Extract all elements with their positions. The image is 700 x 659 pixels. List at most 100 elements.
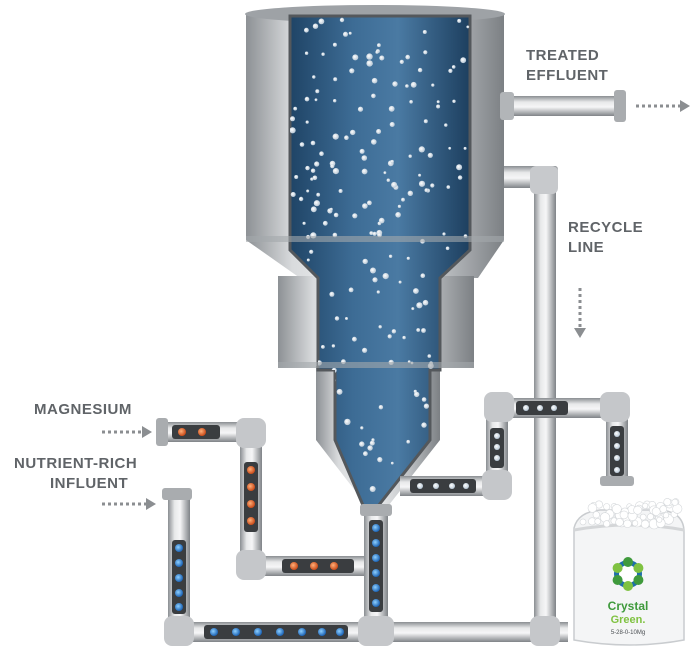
crystal-particle: [316, 192, 321, 197]
crystal-particle: [411, 307, 415, 311]
crystal-particle: [423, 403, 429, 409]
ion-window: [610, 426, 624, 476]
crystal-particle: [306, 258, 310, 262]
crystal-particle: [299, 142, 305, 147]
crystal-particle: [388, 105, 395, 112]
crystal-particle: [362, 347, 368, 353]
crystal-particle: [390, 461, 394, 465]
crystal-particle: [290, 116, 295, 122]
crystal-particle: [458, 404, 466, 411]
ion-window: [172, 425, 220, 439]
crystal-particle: [321, 52, 325, 56]
crystal-particle: [376, 290, 380, 294]
crystal-particle: [464, 428, 470, 435]
magnesium-ion: [247, 500, 255, 508]
crystal-particle: [460, 57, 467, 64]
crystal-particle: [418, 146, 425, 153]
crystal-particle: [307, 373, 311, 378]
crystal-particle: [305, 120, 309, 124]
crystal-particle: [387, 334, 392, 339]
crystal-particle: [452, 99, 456, 104]
magnesium-ion: [198, 428, 206, 436]
crystal-particle: [333, 99, 337, 103]
crystal-particle: [428, 461, 433, 467]
crystal-particle: [332, 42, 337, 47]
influent-label: NUTRIENT-RICH INFLUENT: [14, 455, 138, 492]
crystal-particle: [442, 232, 446, 236]
crystal-particle: [303, 443, 309, 449]
crystal-particle: [422, 30, 427, 34]
crystal-particle: [375, 50, 379, 54]
crystal-particle: [379, 55, 385, 61]
fertilizer-granule: [619, 510, 629, 520]
crystal-particle: [333, 212, 339, 218]
fertilizer-granule: [639, 513, 647, 521]
crystal-particle: [422, 299, 429, 306]
fertilizer-granule: [594, 518, 602, 525]
fertilizer-granule: [592, 511, 600, 519]
crystal-particle: [413, 288, 419, 294]
magnesium-ion: [247, 517, 255, 525]
crystal-particle: [424, 188, 429, 193]
crystal-particle: [319, 151, 324, 156]
crystal-particle: [378, 405, 384, 410]
crystal-particle: [388, 254, 393, 258]
crystal-particle: [459, 466, 466, 473]
crystal-particle: [463, 146, 467, 150]
crystal-particle: [304, 96, 310, 102]
crystal-particle: [456, 164, 463, 171]
crystal-particle: [362, 258, 368, 265]
crystal-particle: [310, 453, 316, 459]
crystal-particle: [363, 451, 368, 457]
crystal-particle: [331, 344, 336, 348]
crystal-particle: [551, 405, 557, 411]
crystal-particle: [333, 77, 338, 82]
crystal-particle: [369, 231, 374, 236]
product-grade: 5-28-0-10Mg: [611, 630, 645, 636]
crystal-particle: [537, 405, 543, 411]
crystal-particle: [382, 273, 389, 280]
crystal-particle: [614, 443, 620, 449]
crystal-particle: [310, 168, 316, 173]
crystal-particle: [309, 249, 314, 254]
crystal-particle: [306, 189, 310, 193]
crystal-particle: [427, 354, 432, 358]
fertilizer-granule: [659, 505, 668, 513]
ion-windows: [172, 401, 624, 639]
crystal-particle: [418, 173, 422, 177]
crystal-green-bag: Crystal Green. 5-28-0-10Mg: [573, 498, 685, 646]
crystal-particle: [336, 388, 343, 395]
crystal-particle: [392, 81, 398, 87]
crystal-particle: [352, 54, 359, 61]
nutrient-ion: [318, 628, 326, 636]
crystal-particle: [315, 89, 320, 94]
effluent-pipe: [500, 90, 626, 122]
crystal-particle: [293, 106, 298, 111]
crystal-particle: [366, 53, 373, 60]
crystal-particle: [378, 325, 382, 329]
crystal-particle: [406, 439, 411, 444]
crystal-particle: [408, 154, 412, 158]
crystal-particle: [405, 84, 409, 88]
crystal-particle: [310, 177, 314, 181]
nutrient-ion: [175, 559, 183, 567]
fertilizer-granule: [633, 505, 643, 515]
crystal-particle: [429, 499, 433, 503]
crystal-particle: [449, 483, 455, 489]
treated-effluent-label: TREATED EFFLUENT: [526, 47, 609, 84]
crystal-particle: [448, 68, 453, 73]
magnesium-ion: [178, 428, 186, 436]
crystal-particle: [350, 491, 356, 497]
crystal-particle: [298, 196, 304, 202]
crystal-particle: [416, 302, 423, 309]
crystal-particle: [389, 122, 395, 127]
crystal-particle: [310, 140, 316, 146]
fertilizer-granule: [656, 516, 663, 523]
nutrient-ion: [210, 628, 218, 636]
magnesium-label: MAGNESIUM: [34, 401, 132, 418]
crystal-particle: [421, 422, 427, 428]
crystal-particle: [423, 50, 428, 55]
fertilizer-granule: [615, 518, 624, 527]
nutrient-ion: [232, 628, 240, 636]
